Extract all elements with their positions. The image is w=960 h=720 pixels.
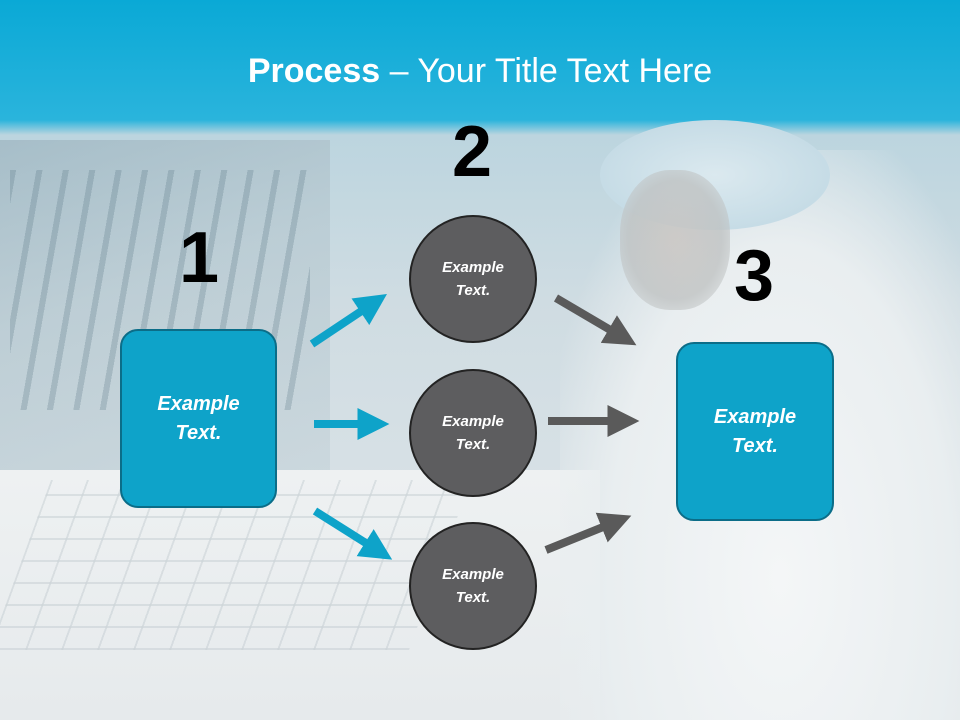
step-3-line2: Text.: [732, 434, 778, 457]
circle-3-line2: Text.: [455, 589, 491, 606]
step-1-line1: Example: [157, 392, 240, 415]
step-number-2: 2: [451, 112, 493, 192]
arrow-blue-down: [312, 507, 393, 560]
title-rest: – Your Title Text Here: [380, 52, 713, 90]
circle-2-line2: Text.: [455, 436, 491, 453]
arrow-gray-up: [544, 512, 632, 554]
arrow-blue-up: [309, 294, 387, 348]
worker-face: [620, 170, 730, 310]
circle-1-line2: Text.: [455, 282, 491, 299]
step-3-line1: Example: [713, 405, 797, 428]
title-bold: Process: [247, 52, 381, 90]
slide-title: Process – Your Title Text Here: [0, 52, 960, 91]
step-number-3: 3: [733, 236, 775, 316]
arrow-gray-down: [553, 294, 637, 346]
circle-1-line1: Example: [442, 259, 504, 276]
step-number-1: 1: [178, 218, 220, 298]
circle-2-line1: Example: [442, 413, 504, 430]
step-1-line2: Text.: [175, 421, 222, 444]
circle-3-line1: Example: [442, 566, 504, 583]
